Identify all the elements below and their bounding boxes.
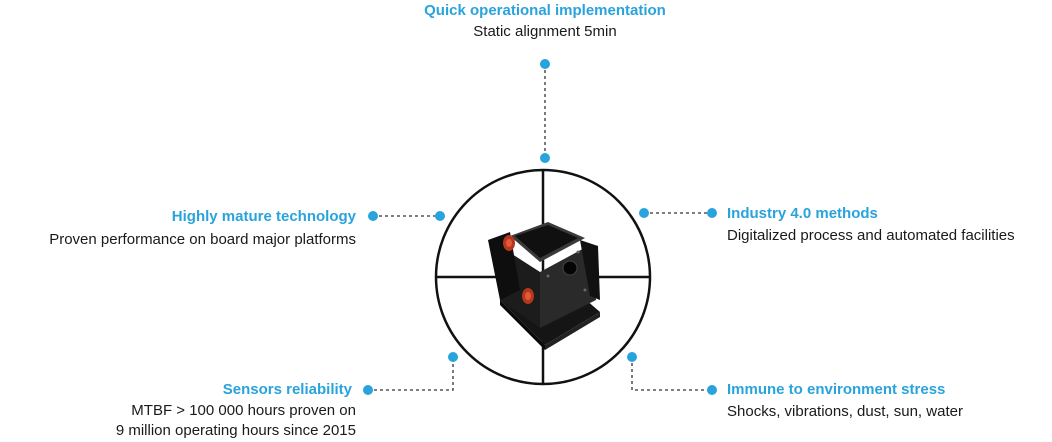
bottom-left-connector (363, 352, 458, 395)
device-image (488, 222, 600, 350)
feature-desc-sensors-reliability-line2: 9 million operating hours since 2015 (115, 422, 356, 439)
feature-desc-mature-technology: Proven performance on board major platfo… (49, 231, 356, 248)
feature-title-industry-40: Industry 4.0 methods (727, 205, 878, 222)
top-connector (540, 59, 550, 163)
feature-desc-industry-40: Digitalized process and automated facili… (727, 227, 1015, 244)
feature-title-mature-technology: Highly mature technology (171, 208, 356, 225)
feature-desc-sensors-reliability-line1: MTBF > 100 000 hours proven on (131, 402, 356, 419)
right-connector (639, 208, 717, 218)
feature-title-environment-stress: Immune to environment stress (727, 381, 946, 398)
feature-desc-environment-stress: Shocks, vibrations, dust, sun, water (727, 403, 963, 420)
feature-desc-quick-implementation: Static alignment 5min (473, 23, 617, 40)
feature-title-quick-implementation: Quick operational implementation (424, 2, 666, 19)
left-connector (368, 211, 445, 221)
bottom-right-connector (627, 352, 717, 395)
feature-title-sensors-reliability: Sensors reliability (222, 381, 352, 398)
